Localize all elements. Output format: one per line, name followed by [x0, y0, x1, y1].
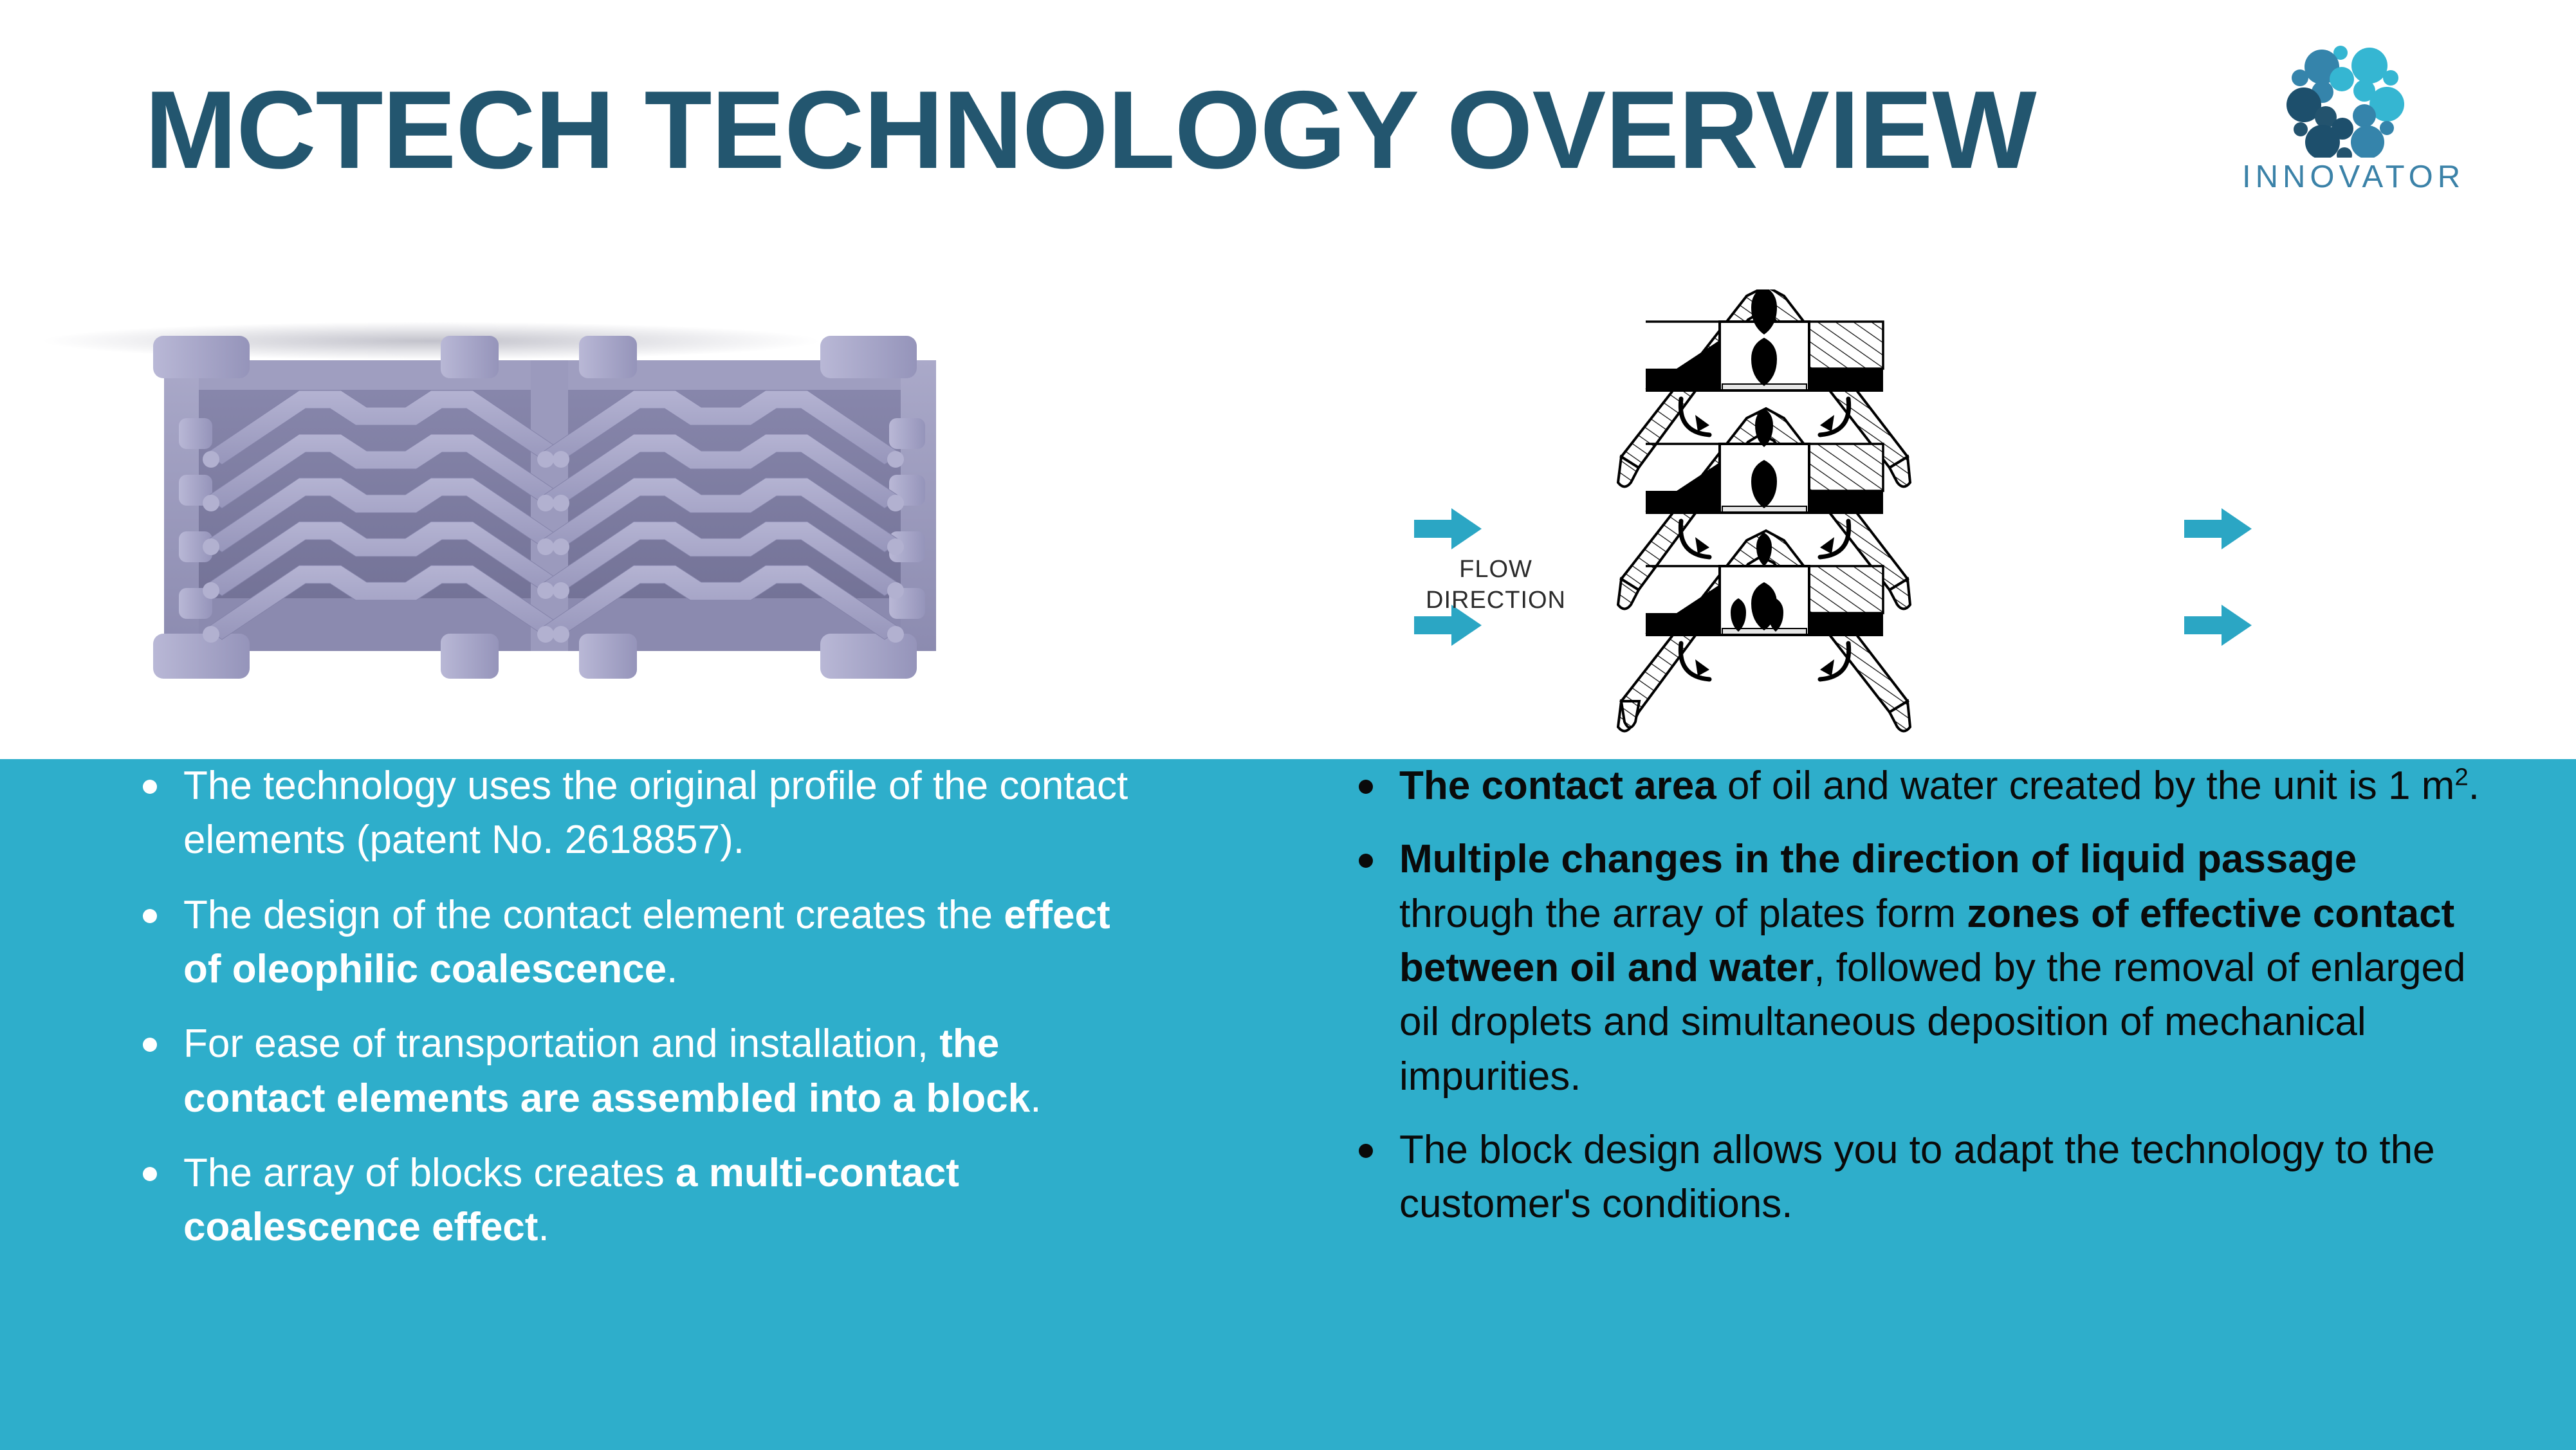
logo-wordmark: INNOVATOR [2242, 160, 2465, 194]
right-bullet-column: The contact area of oil and water create… [1345, 759, 2503, 1251]
bullet-text: The technology uses the original profile… [183, 764, 1128, 863]
bullet-emphasis: the contact elements are assembled into … [183, 1022, 1031, 1121]
left-bullet-list: The technology uses the original profile… [129, 759, 1132, 1255]
bullet-emphasis: Multiple changes in the direction of liq… [1399, 837, 2357, 882]
right-bullet-list: The contact area of oil and water create… [1345, 759, 2503, 1232]
chevron-unit-top [1618, 289, 1910, 487]
chevron-unit-middle [1618, 408, 1910, 609]
bullet-item: The contact area of oil and water create… [1345, 759, 2503, 813]
bullet-text: . [2468, 764, 2479, 808]
bullet-text: of oil and water created by the unit is … [1716, 764, 2455, 808]
bullet-emphasis: The contact area [1399, 764, 1716, 808]
bullet-text: , followed by the removal of enlarged oi… [1399, 945, 2466, 1099]
innovator-logo: INNOVATOR [2242, 35, 2477, 196]
left-bullet-column: The technology uses the original profile… [129, 759, 1132, 1276]
page-title: MCTECH TECHNOLOGY OVERVIEW [145, 68, 2037, 192]
bullet-text: The block design allows you to adapt the… [1399, 1127, 2435, 1227]
flow-label-line2: DIRECTION [1426, 586, 1566, 614]
bullet-emphasis: zones of effective contact between oil a… [1399, 891, 2455, 990]
bullet-item: The technology uses the original profile… [129, 759, 1132, 868]
bullet-item: The design of the contact element create… [129, 888, 1132, 997]
bullet-emphasis: effect of oleophilic coalescence [183, 892, 1110, 991]
chevron-unit-bottom [1618, 531, 1910, 731]
mctech-block-photo [153, 336, 936, 679]
dot-cluster-icon [2286, 46, 2404, 158]
bullet-text: . [538, 1205, 549, 1250]
bullet-text: 2 [2454, 763, 2469, 791]
outlet-arrow-upper [2184, 508, 2252, 549]
header-band: MCTECH TECHNOLOGY OVERVIEW INNOVATOR [39, 35, 2477, 740]
bullet-emphasis: a multi-contact coalescence effect [183, 1150, 959, 1250]
bullet-text: The array of blocks creates [183, 1150, 676, 1195]
bullet-text: through the array of plates form [1399, 891, 1967, 936]
content-panel: The technology uses the original profile… [0, 759, 2576, 1450]
bullet-item: The array of blocks creates a multi-cont… [129, 1146, 1132, 1255]
flow-direction-label: FLOW DIRECTION [1415, 555, 1576, 616]
bullet-item: The block design allows you to adapt the… [1345, 1123, 2503, 1232]
flow-schematic [1414, 289, 2252, 740]
outlet-arrow-lower [2184, 605, 2252, 646]
bullet-item: Multiple changes in the direction of liq… [1345, 832, 2503, 1104]
bullet-text: . [667, 946, 678, 991]
inlet-arrow-upper [1414, 508, 1482, 549]
bullet-text: . [1030, 1076, 1042, 1121]
bullet-text: For ease of transportation and installat… [183, 1022, 940, 1067]
bullet-text: The design of the contact element create… [183, 892, 1004, 937]
bullet-item: For ease of transportation and installat… [129, 1017, 1132, 1126]
flow-label-line1: FLOW [1459, 556, 1532, 583]
